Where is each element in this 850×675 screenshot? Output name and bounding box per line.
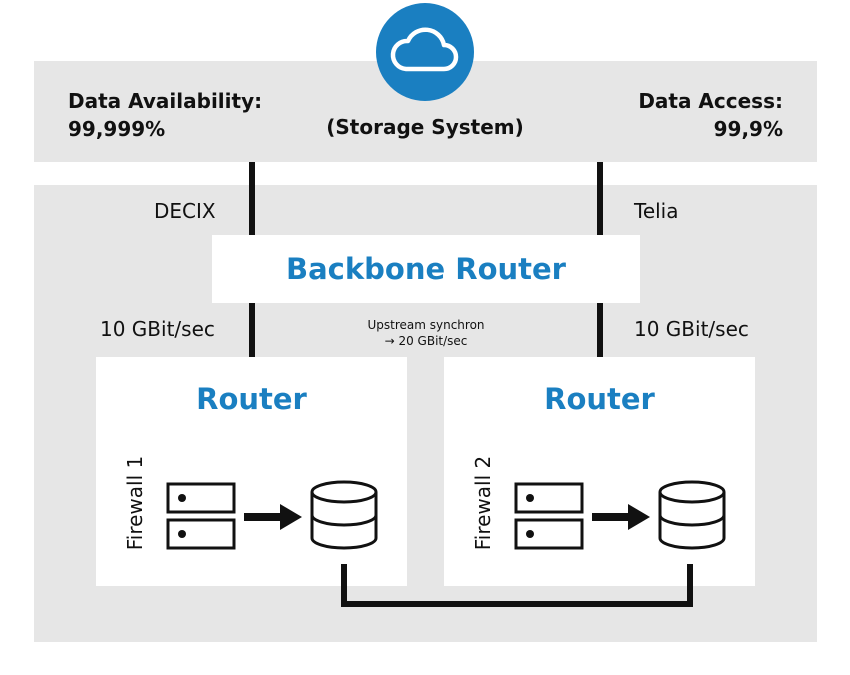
server-icon-2 <box>514 482 584 550</box>
upstream-label: Upstream synchron <box>367 318 485 332</box>
access-value: 99,9% <box>713 117 783 141</box>
storage-system-label: (Storage System) <box>326 115 524 139</box>
server-icon-1 <box>166 482 236 550</box>
database-sync-connector <box>341 564 693 607</box>
firewall-label-1: Firewall 1 <box>123 455 147 551</box>
database-icon-2 <box>658 480 726 550</box>
availability-value: 99,999% <box>68 117 166 141</box>
cloud-icon-badge <box>376 3 474 101</box>
cloud-icon <box>390 27 459 72</box>
arrow-right-icon-1 <box>244 504 302 530</box>
upstream-speed-label: → 20 GBit/sec <box>384 334 468 348</box>
firewall-label-2: Firewall 2 <box>471 455 495 551</box>
right-speed-label: 10 GBit/sec <box>634 317 749 341</box>
right-provider-label: Telia <box>634 199 679 223</box>
router-title-2: Router <box>544 382 655 416</box>
left-provider-label: DECIX <box>154 199 216 223</box>
backbone-router-label: Backbone Router <box>286 252 566 286</box>
backbone-router-box <box>212 235 640 303</box>
database-icon-1 <box>310 480 378 550</box>
availability-label: Data Availability: <box>68 89 263 113</box>
access-label: Data Access: <box>638 89 783 113</box>
arrow-right-icon-2 <box>592 504 650 530</box>
router-title-1: Router <box>196 382 307 416</box>
left-speed-label: 10 GBit/sec <box>100 317 215 341</box>
